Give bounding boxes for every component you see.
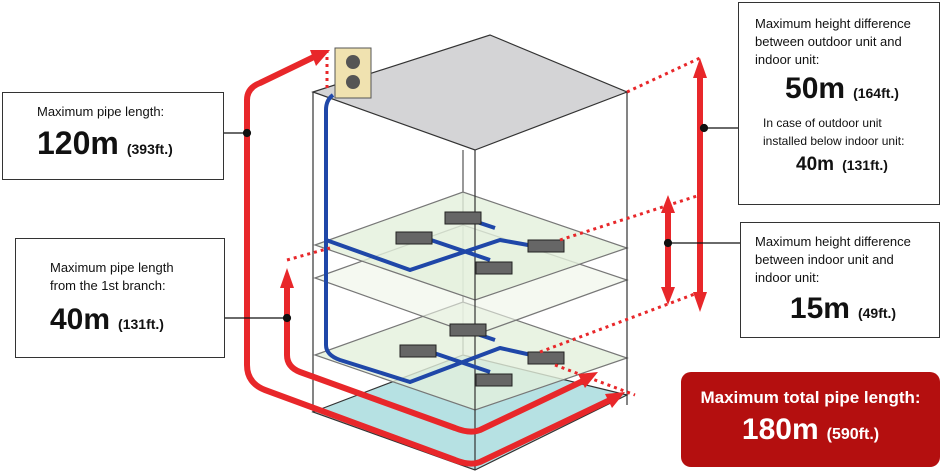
outdoor-unit-icon [334, 47, 372, 99]
label: Maximum total pipe length: [700, 388, 921, 407]
note-unit: (131ft.) [842, 157, 888, 173]
leader-lines [224, 123, 740, 323]
label: Maximum pipe length from the 1st branch: [50, 260, 174, 293]
value: 40m [50, 303, 111, 336]
unit: (164ft.) [853, 85, 899, 101]
value: 120m [37, 125, 119, 161]
building [311, 34, 629, 471]
note: In case of outdoor unit installed below … [763, 116, 905, 148]
value: 50m [785, 72, 846, 105]
label: Maximum height difference between indoor… [755, 234, 911, 285]
label: Maximum pipe length: [37, 104, 165, 119]
indoor-units [395, 211, 565, 387]
branch-length-box: Maximum pipe length from the 1st branch:… [15, 238, 225, 358]
value: 15m [789, 292, 850, 325]
unit: (393ft.) [126, 141, 173, 157]
unit: (590ft.) [826, 426, 880, 443]
unit: (131ft.) [118, 316, 164, 332]
note-value: 40m [796, 154, 835, 175]
label: Maximum height difference between outdoo… [755, 16, 911, 67]
red-pipe-arrows [244, 52, 703, 467]
total-pipe-length-box: Maximum total pipe length: 180m (590ft.) [681, 372, 940, 467]
indoor-indoor-height-box: Maximum height difference between indoor… [740, 222, 940, 338]
unit: (49ft.) [857, 305, 897, 321]
value: 180m [741, 413, 819, 446]
max-pipe-length-box: Maximum pipe length: 120m (393ft.) [2, 92, 224, 180]
red-dotted-guides [286, 50, 701, 397]
outdoor-indoor-height-box: Maximum height difference between outdoo… [738, 2, 940, 205]
arrowheads [280, 50, 707, 408]
